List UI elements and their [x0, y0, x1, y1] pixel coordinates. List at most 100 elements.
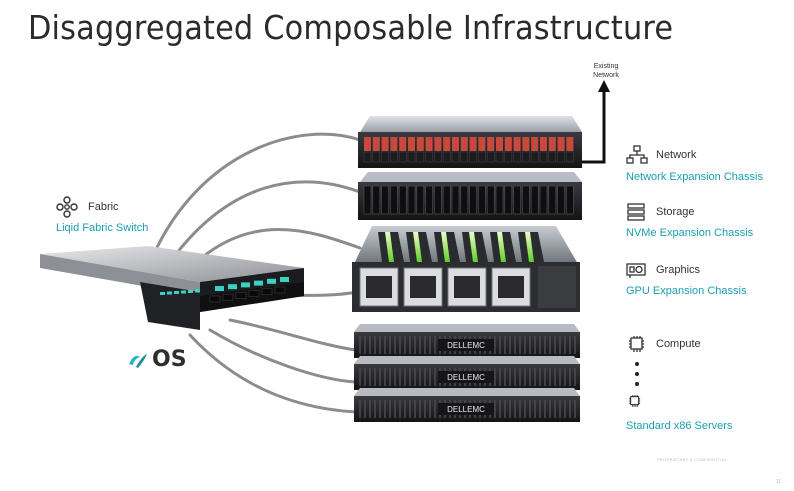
nvme-bay — [425, 185, 433, 215]
nvme-bay — [469, 185, 477, 215]
port-led — [188, 290, 193, 293]
fan-grille — [454, 276, 480, 298]
fabric-heading: Fabric — [56, 196, 119, 218]
gpu-card-glow — [441, 232, 450, 262]
compute-ellipsis — [635, 362, 639, 386]
fabric-label: Fabric — [88, 201, 119, 213]
drive-bay-lower — [451, 151, 460, 163]
liqid-os-logo: OS — [126, 347, 187, 372]
nvme-bay — [451, 185, 460, 215]
legend-storage-sub: NVMe Expansion Chassis — [626, 227, 754, 239]
drive-bay — [469, 137, 477, 151]
legend-network-sub: Network Expansion Chassis — [626, 171, 763, 183]
legend-compute: Compute — [626, 335, 701, 353]
drive-bay-lower — [486, 151, 495, 163]
gpu-card-glow — [385, 232, 394, 262]
drive-bay-lower — [548, 151, 557, 163]
port-socket — [209, 295, 221, 303]
server-top — [354, 388, 580, 396]
drive-bay — [364, 137, 371, 151]
drive-bay-lower — [530, 151, 539, 163]
page-title: Disaggregated Composable Infrastructure — [28, 8, 674, 47]
port-led — [228, 284, 237, 290]
network-icon — [626, 145, 648, 164]
drive-bay — [434, 137, 442, 151]
nvme-bay — [548, 185, 557, 215]
drive-bay-lower — [566, 151, 574, 163]
drive-bay-lower — [557, 151, 565, 163]
drive-bay-lower — [522, 151, 530, 163]
nvme-expansion-chassis — [358, 172, 582, 220]
port-led — [181, 290, 186, 294]
fan-grille — [498, 276, 524, 298]
drive-bay-lower — [513, 151, 521, 163]
port-led — [167, 291, 172, 295]
nvme-bay — [478, 185, 486, 215]
gpu-expansion-chassis — [352, 226, 580, 312]
os-text: OS — [152, 347, 187, 372]
drive-bay-lower — [363, 151, 372, 163]
nvme-bay — [390, 185, 398, 215]
server-brand: DELLEMC — [447, 405, 485, 414]
port-socket — [235, 292, 247, 299]
port-socket — [248, 290, 260, 297]
drive-bay-lower — [398, 151, 407, 163]
port-socket — [222, 293, 234, 301]
legend-graphics-sub: GPU Expansion Chassis — [626, 285, 747, 297]
bezel-badge — [438, 403, 494, 415]
drive-bay — [381, 137, 389, 151]
drive-bay-lower — [469, 151, 477, 163]
nvme-bay — [372, 185, 381, 215]
nvme-bay — [407, 185, 416, 215]
drive-bay — [372, 137, 380, 151]
chip-icon — [629, 336, 644, 352]
network-expansion-chassis — [358, 116, 582, 168]
footer-confidential: PROPRIETARY & CONFIDENTIAL — [657, 457, 728, 462]
drive-bay — [460, 137, 468, 151]
drive-bay — [540, 137, 547, 151]
gpu-card-glow — [497, 232, 506, 262]
port-led — [215, 286, 224, 291]
drive-bay — [443, 137, 451, 151]
port-led — [160, 292, 165, 295]
drive-bay — [399, 137, 407, 151]
nvme-bay — [416, 185, 425, 215]
fabric-icon — [56, 196, 78, 218]
drive-bay-lower — [460, 151, 469, 163]
arrow-head — [598, 80, 610, 92]
gpu-card-glow — [525, 232, 534, 262]
server-unit: DELLEMC — [354, 356, 580, 390]
drive-bay — [478, 137, 486, 151]
drive-bay — [452, 137, 459, 151]
server-unit: DELLEMC — [354, 388, 580, 422]
port-led — [241, 282, 250, 288]
nvme-bay — [504, 185, 513, 215]
port-led — [254, 280, 263, 286]
chip-icon-small — [629, 395, 641, 407]
fan-grille — [410, 276, 436, 298]
port-led — [195, 289, 200, 293]
storage-icon — [627, 203, 645, 221]
nvme-bay — [522, 185, 530, 215]
drive-bay — [408, 137, 415, 151]
port-socket — [274, 286, 286, 294]
legend-compute-sub: Standard x86 Servers — [626, 420, 733, 432]
legend-compute-label: Compute — [656, 338, 701, 350]
fabric-sub-label: Liqid Fabric Switch — [56, 222, 149, 234]
nvme-bay — [460, 185, 469, 215]
gpu-card-glow — [469, 232, 478, 262]
legend-graphics-label: Graphics — [656, 264, 701, 276]
drive-bay-lower — [539, 151, 548, 163]
drive-bay — [504, 137, 512, 151]
nvme-bay — [381, 185, 389, 215]
server-top — [354, 324, 580, 332]
port-led — [267, 278, 276, 284]
drive-bay-lower — [478, 151, 486, 163]
server-brand: DELLEMC — [447, 373, 485, 382]
legend-storage-label: Storage — [656, 206, 695, 218]
drive-bay-lower — [416, 151, 425, 163]
drive-bay — [425, 137, 433, 151]
drive-bay — [548, 137, 556, 151]
